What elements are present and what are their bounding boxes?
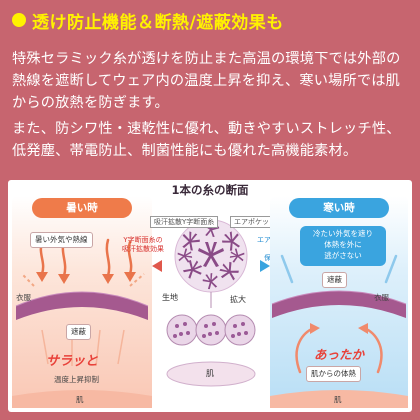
hot-temp-note: 温度上昇抑制: [54, 375, 99, 384]
y-fiber-effect-label: Y字断面糸の 吸汗拡散効果: [120, 236, 166, 254]
hot-skin-label: 肌: [76, 395, 84, 404]
fiber-illustration: [152, 219, 270, 387]
hot-condition-box: 暑い時: [12, 196, 152, 408]
cold-condition-box: 寒い時: [270, 196, 408, 408]
hot-clothing-label: 衣服: [16, 293, 31, 302]
fiber-diagram-panel: 1本の糸の断面 暑い時: [8, 180, 412, 412]
fabric-label: 生地: [162, 293, 178, 302]
cold-feel-text: あったか: [314, 347, 365, 362]
y-fiber-label-line1: Y字断面糸の: [123, 236, 163, 244]
cold-note-line2: 体熱を外に: [324, 240, 362, 249]
cold-clothing-label: 衣服: [374, 293, 389, 302]
cold-note-line3: 逃がさない: [324, 251, 362, 260]
diagram-title: 1本の糸の断面: [171, 183, 249, 197]
fabric-yarn-icon: [166, 314, 256, 346]
y-fiber-icon: [177, 221, 245, 290]
hot-outside-tag: 暑い外気や熱線: [30, 232, 93, 248]
zoom-label: 拡大: [230, 295, 246, 304]
cold-skin-label: 肌: [334, 395, 342, 404]
cold-note-line1: 冷たい外気を遮り: [313, 229, 373, 238]
bullet-dot-icon: [12, 13, 26, 27]
cold-note: 冷たい外気を遮り 体熱を外に 逃がさない: [300, 228, 386, 261]
hot-shield-tag: 遮蔽: [66, 324, 91, 340]
center-tag-y-fiber: 吸汗拡散Y字断面糸: [150, 216, 219, 228]
cold-shield-tag: 遮蔽: [322, 272, 347, 288]
center-skin-label: 肌: [206, 369, 214, 378]
description-paragraph-2: また、防シワ性・速乾性に優れ、動きやすいストレッチ性、低発塵、帯電防止、制菌性能…: [12, 121, 401, 159]
headline: 透け防止機能＆断熱/遮蔽効果も: [12, 6, 412, 34]
cold-body-heat-tag: 肌からの体熱: [306, 366, 361, 382]
y-fiber-label-line2: 吸汗拡散効果: [122, 245, 164, 253]
cold-illustration: [270, 226, 408, 408]
headline-text: 透け防止機能＆断熱/遮蔽効果も: [32, 12, 284, 33]
description-paragraph-1: 特殊セラミック糸が透けを防止また高温の環境下では外部の熱線を遮断してウェア内の温…: [12, 51, 401, 111]
hot-feel-text: サラッと: [46, 354, 99, 369]
hot-title-pill: 暑い時: [32, 198, 132, 218]
fiber-cross-section: 吸汗拡散Y字断面糸 エアポケット 生地 拡大 肌: [150, 196, 280, 408]
cold-title-pill: 寒い時: [289, 198, 389, 218]
